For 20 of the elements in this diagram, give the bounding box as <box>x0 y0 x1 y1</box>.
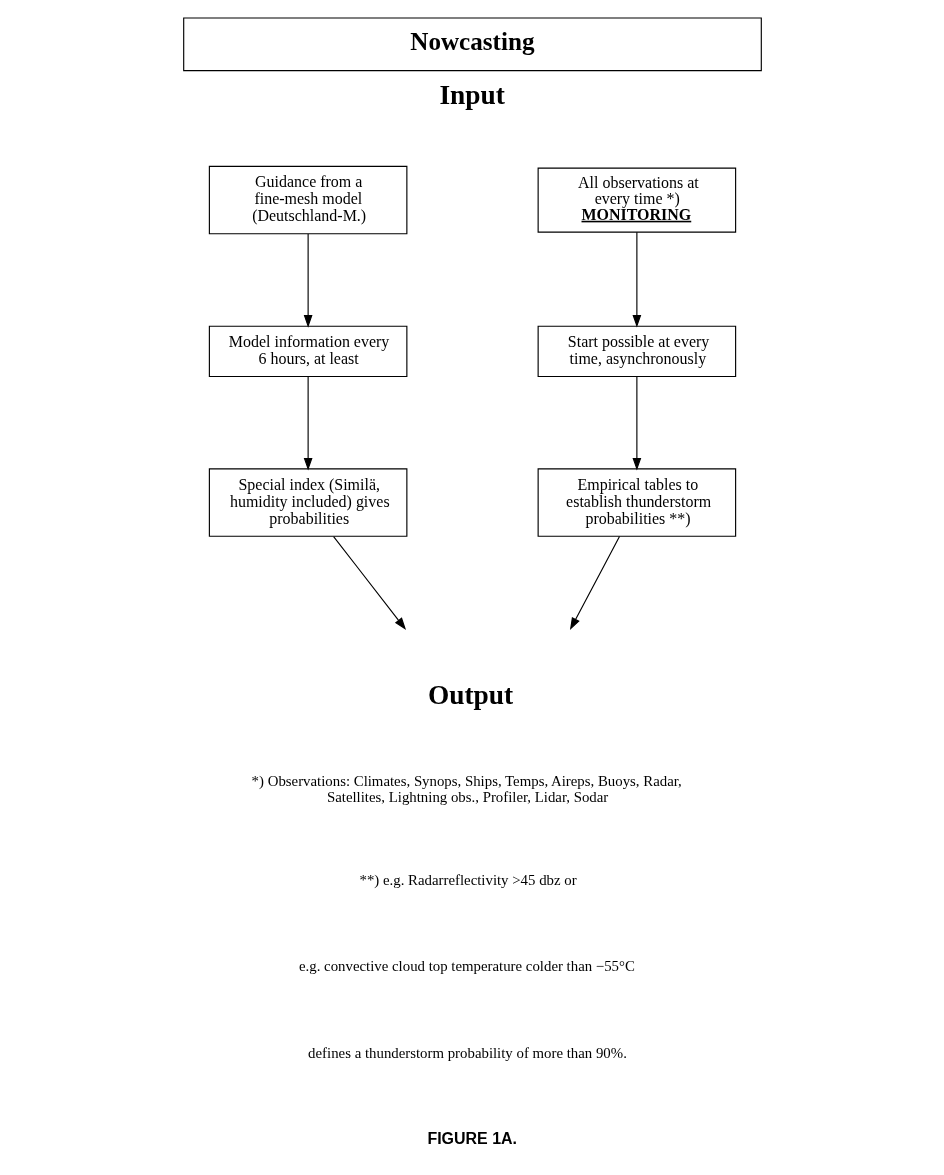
label: e.g. convective cloud top temperature colder than −55°C <box>298 958 635 975</box>
arrow <box>332 536 406 630</box>
arrow <box>303 376 313 471</box>
node-box: Empirical tables to establish thunderstorm probabilities **) <box>537 468 736 537</box>
node-box: Special index (Similä, humidity included) gives probabilities <box>208 468 407 537</box>
arrow <box>569 536 620 631</box>
diagram-title: Nowcasting <box>409 27 534 55</box>
label: defines a thunderstorm probability of more than 90%. <box>307 1045 627 1062</box>
node-box: All observations at every time *) MONITORING <box>537 167 736 233</box>
arrow <box>631 231 641 328</box>
caption: FIGURE 1A. <box>426 1130 517 1148</box>
label: Input <box>438 79 505 110</box>
node-box: Guidance from a fine-mesh model (Deutschland-M.) <box>208 165 407 235</box>
node-box: Start possible at every time, asynchronously <box>537 325 736 378</box>
label: *) Observations: Climates, Synops, Ships, Temps, Aireps, Buoys, Radar, Satellites, Lightning obs., Profiler, Lidar, Sodar <box>251 773 682 806</box>
node-box: Model information every 6 hours, at least <box>208 325 407 378</box>
arrow <box>303 233 313 328</box>
label: **) e.g. Radarreflectivity >45 dbz or <box>358 871 577 888</box>
arrow <box>631 376 641 471</box>
label: Output <box>427 680 513 710</box>
